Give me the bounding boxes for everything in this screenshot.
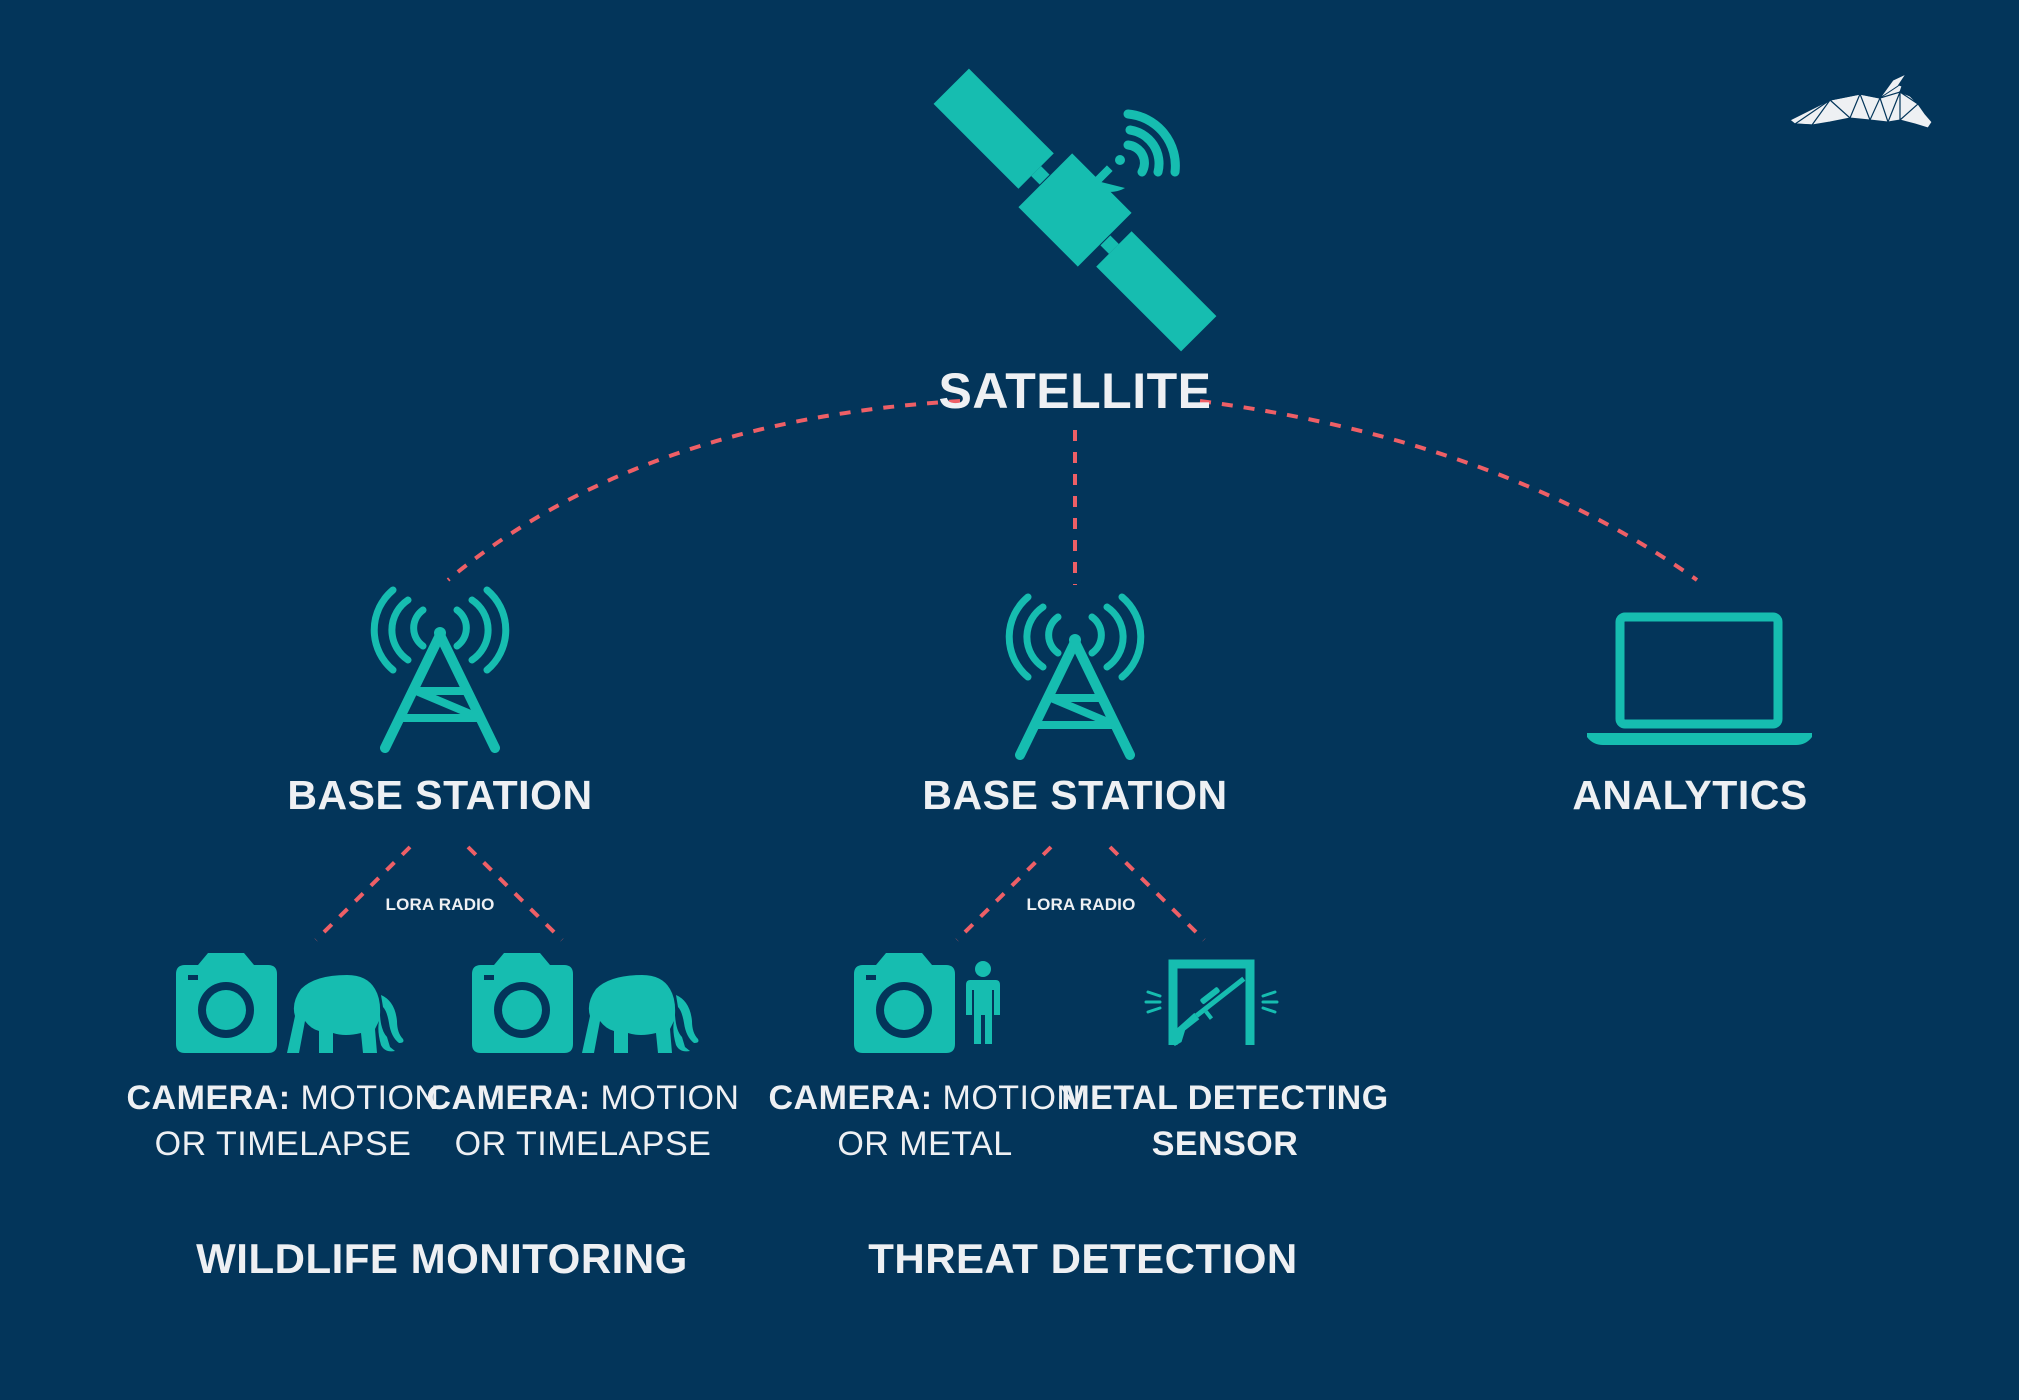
camera-2-label: CAMERA: MOTION OR TIMELAPSE [427, 1075, 740, 1167]
camera-icon [472, 953, 573, 1053]
camera-icon [176, 953, 277, 1053]
camera-3-title: CAMERA: [768, 1079, 933, 1117]
camera-2-mode: MOTION [590, 1079, 740, 1117]
connection-lines [314, 399, 1699, 942]
metal-sensor-label: METAL DETECTING SENSOR [1061, 1075, 1388, 1167]
base-station-left-label: BASE STATION [287, 772, 593, 818]
link-satellite-analytics [1199, 399, 1699, 582]
satellite-label: SATELLITE [938, 363, 1212, 419]
camera-icon [854, 953, 955, 1053]
analytics-label: ANALYTICS [1572, 772, 1808, 818]
elephant-icon [287, 975, 404, 1053]
threat-detection-label: THREAT DETECTION [868, 1235, 1298, 1282]
laptop-icon [1587, 612, 1812, 745]
camera-3-line2: OR METAL [837, 1125, 1013, 1163]
base-station-center-label: BASE STATION [922, 772, 1228, 818]
wildlife-monitoring-label: WILDLIFE MONITORING [196, 1235, 688, 1282]
camera-2-line2: OR TIMELAPSE [454, 1125, 712, 1163]
camera-3-label: CAMERA: MOTION OR METAL [769, 1075, 1082, 1167]
camera-3-mode: MOTION [932, 1079, 1082, 1117]
camera-1-line2: OR TIMELAPSE [154, 1125, 412, 1163]
radio-tower-icon [1005, 593, 1145, 760]
elephant-icon [582, 975, 699, 1053]
link-base-left-camera-2 [466, 845, 564, 942]
metal-sensor-line1: METAL DETECTING [1061, 1079, 1389, 1117]
link-satellite-base-left [446, 399, 961, 582]
camera-1-mode: MOTION [290, 1079, 440, 1117]
camera-1-label: CAMERA: MOTION OR TIMELAPSE [127, 1075, 440, 1167]
rifle-icon [1170, 976, 1246, 1047]
lora-radio-left-label: LORA RADIO [385, 895, 495, 914]
metal-detector-gate-icon [1144, 959, 1279, 1045]
link-base-center-camera-3 [955, 845, 1053, 942]
radio-tower-icon [370, 586, 510, 753]
camera-2-title: CAMERA: [426, 1079, 591, 1117]
metal-sensor-line2: SENSOR [1151, 1125, 1299, 1163]
link-base-center-sensor [1108, 845, 1206, 942]
satellite-icon [933, 68, 1217, 352]
hare-logo-icon [1789, 72, 1933, 129]
lora-radio-center-label: LORA RADIO [1026, 895, 1136, 914]
camera-1-title: CAMERA: [126, 1079, 291, 1117]
person-icon [966, 961, 1000, 1044]
link-base-left-camera-1 [314, 845, 412, 942]
